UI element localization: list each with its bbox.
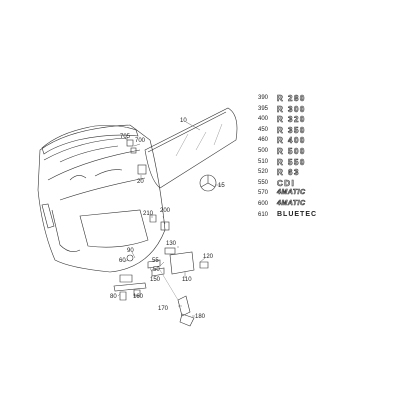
star-emblem: [199, 174, 217, 192]
callout-700: 700: [135, 138, 146, 144]
badge-part-number: 550: [258, 179, 269, 186]
callout-110: 110: [182, 277, 192, 283]
badge-row: 520 R 63: [258, 168, 408, 179]
badge-part-number: 400: [258, 116, 269, 123]
badge-part-number: 390: [258, 95, 269, 101]
badge-row: 510 R 550: [258, 157, 408, 169]
badge-row: 500 R 500: [258, 147, 408, 158]
badge-list: 390 R 280 395 R 300 400 R 320 450 R 350 …: [258, 94, 408, 221]
badge-lettering: R 280: [277, 94, 306, 104]
badge-part-number: 395: [258, 105, 269, 112]
badge-lettering: R 550: [277, 157, 306, 167]
callout-130: 130: [166, 241, 177, 247]
badge-part-number: 510: [258, 158, 269, 165]
callout-55: 55: [152, 258, 159, 264]
badge-row: 570 4MATIC: [258, 189, 408, 200]
badge-lettering: R 320: [277, 115, 306, 125]
badge-part-number: 570: [258, 190, 269, 197]
callout-150: 150: [150, 277, 161, 283]
callout-15: 15: [218, 183, 225, 189]
callout-170: 170: [158, 306, 169, 312]
badge-row: 600 4MATIC: [258, 200, 408, 211]
badge-row: 450 R 350: [258, 125, 408, 137]
badge-lettering: R 300: [277, 104, 306, 114]
badge-lettering: R 500: [277, 146, 306, 157]
badge-lettering: R 63: [277, 168, 300, 178]
callout-90: 90: [127, 248, 134, 254]
callout-200: 200: [160, 208, 171, 214]
badge-part-number: 520: [258, 169, 269, 176]
badge-part-number: 610: [258, 211, 269, 218]
badge-row: 610 BLUETEC: [258, 211, 408, 222]
badge-part-number: 450: [258, 126, 269, 133]
badge-part-number: 600: [258, 200, 269, 207]
badge-lettering: R 400: [277, 136, 306, 146]
badge-part-number: 460: [258, 137, 269, 144]
callout-120: 120: [203, 254, 214, 260]
callout-50: 50: [153, 267, 160, 273]
badge-lettering: CDI: [277, 178, 296, 188]
badge-row: 390 R 280: [258, 94, 408, 105]
callout-210: 210: [143, 211, 154, 217]
callout-80: 80: [110, 294, 117, 300]
callout-160: 160: [133, 294, 144, 300]
badge-part-number: 500: [258, 147, 269, 154]
callout-10: 10: [180, 118, 187, 124]
badge-lettering: 4MATIC: [277, 189, 306, 197]
callout-180: 180: [195, 314, 206, 320]
leader-lines: [117, 121, 222, 317]
small-parts: [113, 139, 209, 327]
callout-705: 705: [120, 134, 131, 140]
badge-row: 400 R 320: [258, 115, 408, 126]
badge-lettering: BLUETEC: [277, 210, 318, 218]
badge-row: 395 R 300: [258, 104, 408, 116]
rear-window-glass: [144, 107, 238, 189]
callout-60: 60: [119, 258, 126, 264]
badge-row: 460 R 400: [258, 136, 408, 147]
badge-row: 550 CDI: [258, 178, 408, 190]
badge-lettering: R 350: [277, 125, 306, 135]
tailgate-body: [37, 124, 166, 273]
badge-lettering: 4MATIC: [277, 199, 306, 208]
callout-20: 20: [137, 179, 144, 185]
